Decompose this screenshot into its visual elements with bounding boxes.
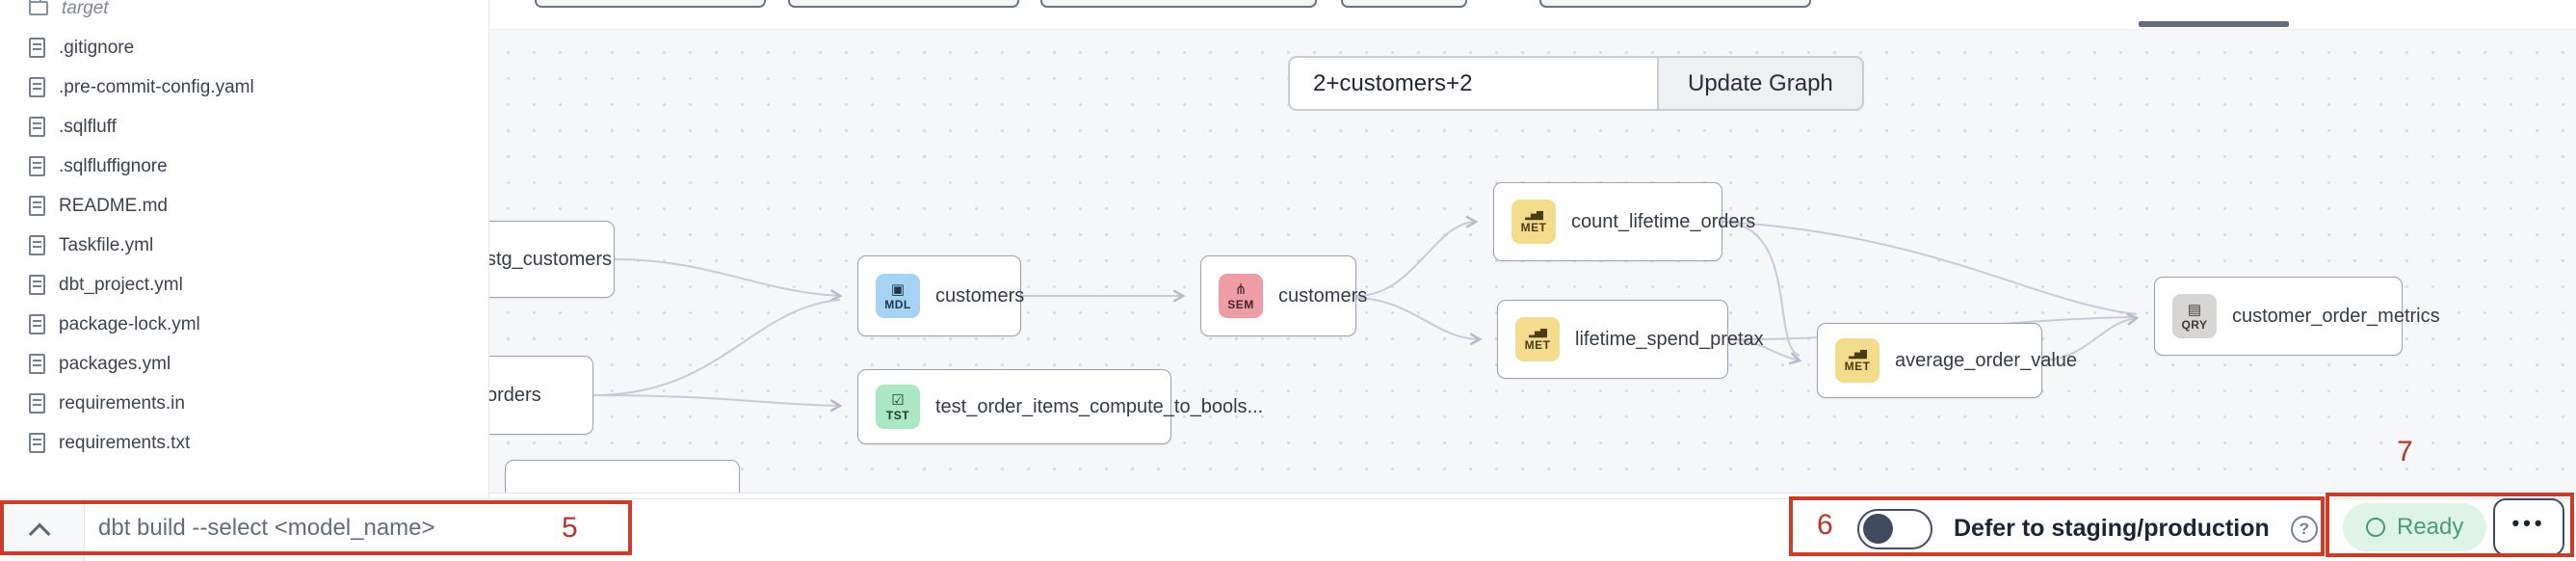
graph-selector-group: Update Graph: [1288, 56, 1864, 111]
file-tree-item-packages-yml[interactable]: packages.yml: [0, 344, 488, 384]
file-name: .gitignore: [59, 37, 135, 58]
chevron-up-icon: [28, 522, 50, 545]
file-name: .sqlfluffignore: [59, 155, 168, 176]
file-tree-item-readme-md[interactable]: README.md: [0, 186, 488, 226]
graph-node-average_order_value[interactable]: ▂▅▇MET average_order_value: [1817, 323, 2077, 398]
file-name: requirements.in: [59, 392, 185, 414]
file-name: requirements.txt: [59, 432, 191, 453]
file-icon: [29, 433, 45, 453]
graph-node-clipped_node[interactable]: [505, 460, 740, 493]
node-label: average_order_value: [1895, 349, 2078, 371]
graph-node-orders[interactable]: orders: [489, 356, 593, 435]
file-tree: target .gitignore .pre-commit-config.yaml.…: [0, 0, 488, 463]
overflow-menu-button[interactable]: •••: [2493, 498, 2564, 556]
node-label: customer_order_metrics: [2232, 305, 2440, 327]
file-icon: [29, 77, 45, 97]
node-label: customers: [1278, 284, 1368, 307]
graph-node-stg_customers[interactable]: stg_customers: [489, 221, 615, 298]
file-tree-item--gitignore[interactable]: .gitignore: [0, 28, 488, 67]
bottom-bar: dbt build --select <model_name> Defer to…: [0, 498, 2576, 561]
file-tree-item-requirements-txt[interactable]: requirements.txt: [0, 423, 488, 463]
mdl-badge-icon: ▣MDL: [876, 274, 920, 318]
file-icon: [29, 38, 45, 58]
graph-node-customers_model[interactable]: ▣MDL customers: [857, 255, 1025, 336]
annotation-digit-5: 5: [562, 512, 578, 544]
file-tree-item--sqlfluff[interactable]: .sqlfluff: [0, 107, 488, 147]
node-label: stg_customers: [489, 248, 613, 270]
node-label: customers: [935, 284, 1025, 307]
met-badge-icon: ▂▅▇MET: [1511, 200, 1556, 244]
file-icon: [29, 235, 45, 255]
file-icon: [29, 156, 45, 176]
defer-toggle-group: Defer to staging/production ?: [1857, 499, 2318, 558]
active-tab-underline: [2139, 21, 2289, 27]
cutoff-chip[interactable]: [1341, 0, 1467, 8]
graph-node-test_order_items[interactable]: ☑TST test_order_items_compute_to_bools...: [857, 369, 1263, 444]
file-tree-item-target[interactable]: target: [0, 0, 488, 28]
file-tree-item--pre-commit-config-yaml[interactable]: .pre-commit-config.yaml: [0, 67, 488, 107]
graph-node-customers_semantic[interactable]: ⋔SEM customers: [1200, 255, 1367, 336]
command-input[interactable]: dbt build --select <model_name>: [98, 515, 435, 541]
file-name: packages.yml: [59, 353, 171, 374]
node-label: orders: [489, 384, 541, 406]
file-icon: [29, 275, 45, 295]
status-badge: Ready: [2343, 503, 2487, 551]
node-label: lifetime_spend_pretax: [1575, 328, 1764, 350]
cutoff-chip[interactable]: [1539, 0, 1811, 8]
file-tree-item-dbt-project-yml[interactable]: dbt_project.yml: [0, 265, 488, 305]
toggle-knob: [1863, 513, 1893, 544]
file-icon: [29, 354, 45, 374]
sem-badge-icon: ⋔SEM: [1219, 274, 1263, 318]
defer-toggle[interactable]: [1857, 508, 1932, 549]
qry-badge-icon: ▤QRY: [2172, 294, 2217, 338]
file-name: dbt_project.yml: [59, 274, 183, 295]
ellipsis-icon: •••: [2511, 511, 2546, 535]
met-badge-icon: ▂▅▇MET: [1835, 338, 1879, 383]
cutoff-chip[interactable]: [1040, 0, 1317, 8]
file-tree-item-package-lock-yml[interactable]: package-lock.yml: [0, 305, 488, 344]
graph-node-count_lifetime_orders[interactable]: ▂▅▇MET count_lifetime_orders: [1493, 182, 1755, 261]
file-name: .pre-commit-config.yaml: [59, 76, 254, 97]
node-label: test_order_items_compute_to_bools...: [935, 395, 1264, 417]
file-name: target: [62, 0, 109, 18]
defer-label: Defer to staging/production: [1954, 515, 2270, 542]
file-tree-item--sqlfluffignore[interactable]: .sqlfluffignore: [0, 147, 488, 186]
file-icon: [29, 117, 45, 137]
status-circle-icon: [2366, 518, 2385, 537]
cutoff-chip[interactable]: [535, 0, 766, 8]
file-icon: [29, 314, 45, 334]
file-name: README.md: [59, 195, 168, 216]
file-tree-item-requirements-in[interactable]: requirements.in: [0, 384, 488, 423]
graph-node-customer_order_metrics[interactable]: ▤QRY customer_order_metrics: [2154, 277, 2440, 356]
file-name: Taskfile.yml: [59, 234, 154, 255]
file-icon: [29, 393, 45, 414]
met-badge-icon: ▂▅▇MET: [1515, 317, 1560, 361]
annotation-digit-7: 7: [2397, 436, 2413, 468]
collapse-panel-button[interactable]: [0, 499, 85, 561]
graph-selector-input[interactable]: [1288, 56, 1658, 111]
update-graph-button[interactable]: Update Graph: [1658, 56, 1864, 111]
file-name: .sqlfluff: [59, 116, 117, 137]
tst-badge-icon: ☑TST: [876, 385, 920, 429]
help-icon[interactable]: ?: [2290, 515, 2318, 543]
file-name: package-lock.yml: [59, 313, 200, 334]
file-icon: [29, 196, 45, 216]
graph-node-lifetime_spend_pretax[interactable]: ▂▅▇MET lifetime_spend_pretax: [1497, 300, 1764, 379]
cutoff-chip[interactable]: [788, 0, 1019, 8]
node-label: count_lifetime_orders: [1571, 210, 1756, 232]
annotation-digit-6: 6: [1817, 509, 1833, 541]
folder-icon: [29, 0, 48, 15]
file-tree-item-taskfile-yml[interactable]: Taskfile.yml: [0, 226, 488, 265]
status-text: Ready: [2397, 514, 2464, 540]
file-tree-sidebar: target .gitignore .pre-commit-config.yaml.…: [0, 0, 489, 498]
